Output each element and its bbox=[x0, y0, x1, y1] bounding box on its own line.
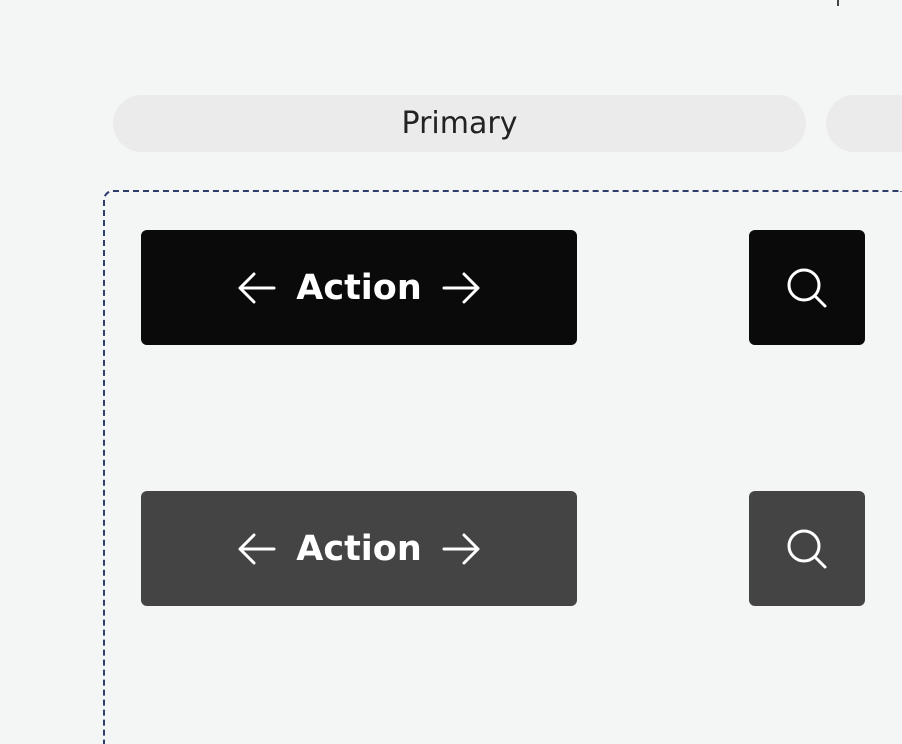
search-button-hover[interactable] bbox=[749, 491, 865, 606]
search-button[interactable] bbox=[749, 230, 865, 345]
search-icon bbox=[783, 264, 831, 312]
tab-label: Primary bbox=[401, 106, 518, 141]
search-icon bbox=[783, 525, 831, 573]
divider bbox=[837, 0, 839, 6]
tab-secondary[interactable] bbox=[826, 95, 902, 152]
arrow-right-icon bbox=[442, 271, 482, 305]
arrow-left-icon bbox=[236, 532, 276, 566]
button-label: Action bbox=[296, 267, 422, 308]
action-button-hover[interactable]: Action bbox=[141, 491, 577, 606]
action-button[interactable]: Action bbox=[141, 230, 577, 345]
arrow-left-icon bbox=[236, 271, 276, 305]
button-label: Action bbox=[296, 528, 422, 569]
tab-primary[interactable]: Primary bbox=[113, 95, 806, 152]
component-frame bbox=[103, 190, 902, 744]
arrow-right-icon bbox=[442, 532, 482, 566]
